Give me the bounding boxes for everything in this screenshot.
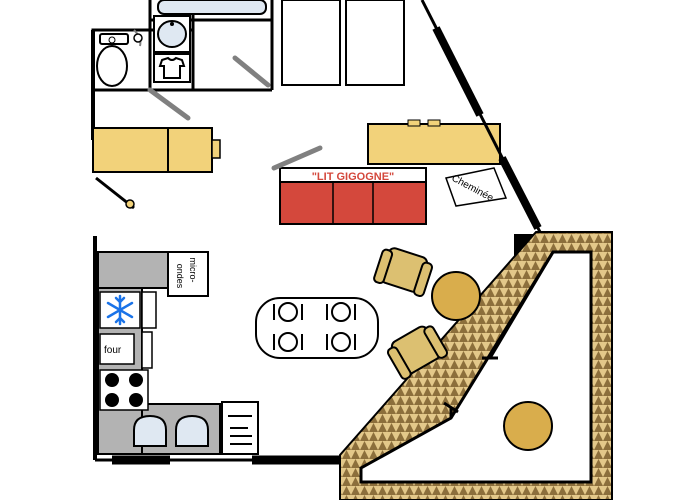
snowflake-icon [99,291,141,329]
shirt-icon [153,53,191,83]
sofa-bed-label: "LIT GIGOGNE" [312,171,395,183]
wardrobe [281,0,405,86]
balcony-round-table [503,401,553,451]
place-setting [326,332,356,352]
bathroom-door [133,29,191,121]
oven: four [99,333,135,365]
kitchen-sink [133,414,209,447]
toilet [96,33,129,87]
diagonal-wall [420,0,542,233]
microwave-label: ondes [175,264,185,289]
wardrobe-door [232,55,271,88]
microwave-label: micro- [188,258,198,283]
cooktop [99,369,149,411]
dishwasher [221,401,259,455]
place-setting [273,302,303,322]
kitchen-walls [93,236,340,465]
dresser [367,119,501,165]
dining-table [255,297,379,359]
armchair [373,247,434,298]
place-setting [273,332,303,352]
bathtub [157,0,267,15]
fireplace: Cheminée [445,167,508,207]
oven-label: four [104,345,122,356]
inner-wall [443,251,555,418]
desk [92,127,221,210]
sink [153,15,191,53]
sofa-bed: "LIT GIGOGNE" [271,145,427,225]
round-table [431,271,481,321]
armchair [386,325,449,380]
place-setting [326,302,356,322]
microwave: micro- ondes [167,251,209,297]
